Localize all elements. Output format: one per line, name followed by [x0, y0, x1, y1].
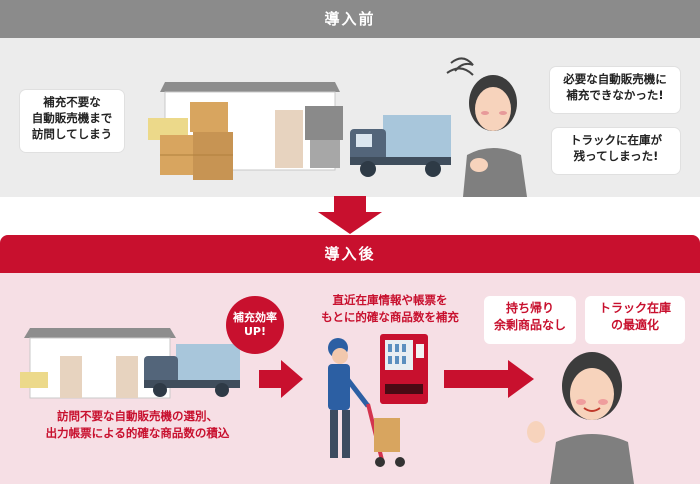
right-arrow-icon-2 [444, 360, 534, 398]
vending-machine-illustration [380, 334, 428, 404]
speech-bubble-truck-leftover: トラックに在庫が 残ってしまった! [552, 128, 680, 174]
delivery-worker-illustration [328, 338, 405, 467]
speech-bubble-restock-failed: 必要な自動販売機に 補充できなかった! [550, 67, 680, 113]
right-arrow-icon-1 [259, 360, 303, 398]
truck-illustration-after [144, 344, 240, 397]
worried-woman-illustration [446, 57, 527, 197]
speech-bubble-truck-optimization: トラック在庫 の最適化 [585, 296, 685, 344]
truck-illustration-before [350, 115, 451, 177]
before-header: 導入前 [0, 0, 700, 38]
speech-bubble-unneeded-visit: 補充不要な 自動販売機まで 訪問してしまう [20, 90, 124, 152]
efficiency-up-badge: 補充効率 UP! [226, 296, 284, 354]
speech-bubble-no-surplus: 持ち帰り 余剰商品なし [484, 296, 576, 344]
after-header: 導入後 [0, 235, 700, 273]
after-caption-restock: 直近在庫情報や帳票を もとに的確な商品数を補充 [321, 293, 459, 324]
down-arrow-icon [318, 196, 382, 234]
cardboard-boxes-before [148, 102, 233, 180]
after-caption-loading: 訪問不要な自動販売機の選別、 出力帳票による的確な商品数の積込 [45, 409, 230, 440]
happy-woman-illustration [527, 352, 634, 484]
